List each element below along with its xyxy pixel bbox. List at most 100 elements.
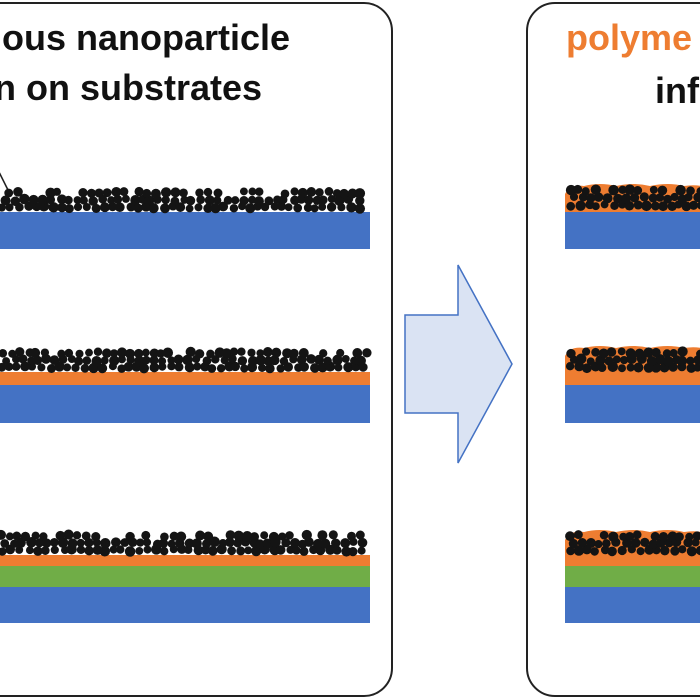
nanoparticle <box>4 188 14 198</box>
nanoparticle <box>248 187 257 196</box>
nanoparticle <box>355 196 365 206</box>
nanoparticle <box>0 539 10 548</box>
nanoparticle <box>581 187 590 196</box>
nanoparticle <box>264 196 274 206</box>
nanoparticle <box>237 347 246 356</box>
nanoparticle <box>618 364 626 373</box>
nanoparticle <box>657 185 668 196</box>
nanoparticle <box>625 531 635 542</box>
nanoparticle <box>84 545 94 556</box>
left-stack-2 <box>0 346 372 423</box>
nanoparticle <box>249 532 260 542</box>
nanoparticle <box>84 538 94 548</box>
nanoparticle <box>133 203 143 213</box>
nanoparticle <box>57 194 67 205</box>
nanoparticle <box>28 194 39 205</box>
nanoparticle <box>75 349 84 358</box>
nanoparticle <box>0 529 6 540</box>
nanoparticle <box>618 185 627 194</box>
nanoparticle <box>323 356 332 366</box>
nanoparticle <box>319 349 328 358</box>
nanoparticle <box>586 538 596 548</box>
nanoparticle <box>281 538 291 548</box>
nanoparticle <box>677 346 688 357</box>
nanoparticle <box>586 357 595 366</box>
nanoparticle <box>268 531 279 542</box>
nanoparticle <box>646 355 657 367</box>
nanoparticle <box>662 355 674 367</box>
nanoparticle <box>167 539 176 548</box>
nanoparticle <box>76 538 85 548</box>
right-stack-3 <box>565 530 700 623</box>
green-layer <box>0 566 370 587</box>
nanoparticle <box>284 203 293 212</box>
nanoparticle-layer <box>565 346 700 374</box>
nanoparticle <box>586 193 596 203</box>
nanoparticle <box>12 531 22 541</box>
nanoparticle <box>649 185 658 194</box>
nanoparticle <box>651 347 661 358</box>
nanoparticle <box>37 363 46 372</box>
nanoparticle <box>86 188 97 198</box>
nanoparticle <box>5 203 14 212</box>
nanoparticle <box>258 363 267 372</box>
nanoparticle <box>218 538 228 548</box>
nanoparticle <box>225 530 236 540</box>
nanoparticle <box>37 194 48 206</box>
nanoparticle <box>636 547 645 556</box>
nanoparticle <box>196 195 206 205</box>
nanoparticle <box>651 201 660 211</box>
nanoparticle <box>119 187 129 197</box>
nanoparticle <box>597 363 607 373</box>
nanoparticle <box>318 195 328 205</box>
right-stack-2 <box>565 346 700 423</box>
nanoparticle <box>191 538 202 549</box>
nanoparticle <box>630 538 641 548</box>
nanoparticle <box>88 196 98 206</box>
nanoparticle <box>629 193 640 203</box>
nanoparticle <box>102 348 112 358</box>
nanoparticle <box>658 201 668 212</box>
nanoparticle <box>289 538 301 549</box>
nanoparticle <box>13 186 23 197</box>
nanoparticle <box>575 353 587 365</box>
right-arrow-icon <box>404 264 513 464</box>
nanoparticle-layer <box>0 529 368 557</box>
nanoparticle <box>158 357 167 366</box>
nanoparticle <box>685 532 694 542</box>
nanoparticle <box>158 538 169 549</box>
nanoparticle <box>315 188 324 197</box>
nanoparticle <box>696 187 700 196</box>
nanoparticle <box>195 530 206 541</box>
nanoparticle <box>33 546 43 556</box>
nanoparticle <box>247 348 256 357</box>
nanoparticle <box>55 530 66 541</box>
nanoparticle <box>686 546 697 557</box>
nanoparticle <box>170 196 180 206</box>
nanoparticle <box>662 349 672 358</box>
nanoparticle <box>626 363 635 372</box>
nanoparticle <box>566 201 576 211</box>
nanoparticle <box>142 355 151 365</box>
nanoparticle <box>650 531 660 541</box>
left-panel-title-line1: ous nanoparticle <box>2 17 290 58</box>
nanoparticle <box>136 538 145 547</box>
right-panel-title-line1: polyme <box>566 17 692 58</box>
nanoparticle <box>31 531 40 540</box>
nanoparticle <box>619 532 628 541</box>
nanoparticle <box>111 537 121 548</box>
nanoparticle <box>230 361 241 372</box>
nanoparticle <box>277 201 286 211</box>
nanoparticle <box>347 188 358 199</box>
nanoparticle <box>693 192 700 203</box>
nanoparticle <box>573 530 583 540</box>
nanoparticle <box>236 546 246 556</box>
nanoparticle <box>241 531 253 542</box>
nanoparticle <box>591 347 600 357</box>
right-panel-title-line2: inf <box>655 70 700 111</box>
nanoparticle <box>256 349 265 358</box>
nanoparticle <box>108 202 118 212</box>
nanoparticle <box>100 538 111 549</box>
nanoparticle <box>97 363 108 374</box>
nanoparticle <box>35 538 45 548</box>
